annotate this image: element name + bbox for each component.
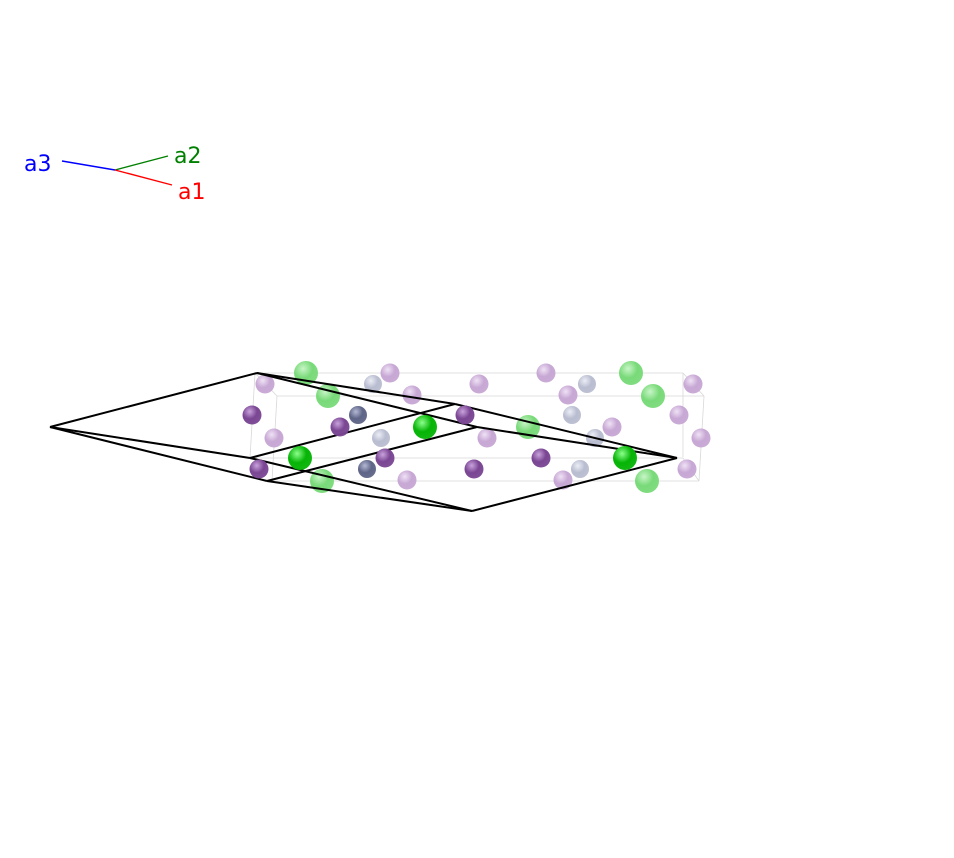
atom-green-far[interactable] [310,469,334,493]
a2-axis-label: a2 [174,144,201,169]
primitive-cell-edge [49,426,268,482]
atom-slate-near[interactable] [358,460,376,478]
atom-lilac-far[interactable] [558,385,578,405]
primitive-cell-edge [256,372,478,428]
atom-lilac-far[interactable] [536,363,556,383]
primitive-cell-edge [454,403,678,459]
primitive-cell-edge [266,426,478,482]
atom-lilac-far[interactable] [380,363,400,383]
atom-green-near[interactable] [613,446,637,470]
atoms-back-layer [255,361,711,493]
atom-purple-near[interactable] [455,405,475,425]
atom-purple-near[interactable] [375,448,395,468]
atom-lilac-far[interactable] [477,428,497,448]
atom-purple-near[interactable] [242,405,262,425]
atom-lilac-far[interactable] [677,459,697,479]
atom-silver-far[interactable] [563,406,581,424]
atom-purple-near[interactable] [249,459,269,479]
atom-slate-near[interactable] [349,406,367,424]
atom-green-far[interactable] [641,384,665,408]
atom-lilac-far[interactable] [264,428,284,448]
atom-green-near[interactable] [288,446,312,470]
atom-lilac-far[interactable] [602,417,622,437]
a2-axis-line [114,155,169,171]
atom-lilac-far[interactable] [255,374,275,394]
atom-lilac-far[interactable] [469,374,489,394]
atom-green-near[interactable] [413,415,437,439]
a1-axis-line [114,169,173,186]
primitive-cell-outline [49,372,678,512]
atom-lilac-far[interactable] [683,374,703,394]
primitive-cell-edge [266,480,473,512]
primitive-cell-edge [471,457,678,512]
primitive-cell-edge [476,426,678,459]
atom-purple-near[interactable] [531,448,551,468]
atom-lilac-far[interactable] [691,428,711,448]
atom-lilac-far[interactable] [397,470,417,490]
atom-purple-near[interactable] [464,459,484,479]
atom-purple-near[interactable] [330,417,350,437]
atoms-front-layer [242,405,637,479]
a1-axis-label: a1 [178,180,205,205]
atom-green-far[interactable] [316,384,340,408]
atom-green-far[interactable] [635,469,659,493]
atom-green-far[interactable] [619,361,643,385]
atom-silver-far[interactable] [578,375,596,393]
atom-lilac-far[interactable] [553,470,573,490]
atom-silver-far[interactable] [364,375,382,393]
primitive-cell-edge [256,372,456,405]
atom-silver-far[interactable] [372,429,390,447]
primitive-cell-edge [249,457,473,512]
axis-triad: a3 a2 a1 [24,144,205,205]
atom-silver-far[interactable] [571,460,589,478]
atom-lilac-far[interactable] [402,385,422,405]
primitive-cell-edge [49,426,251,459]
atom-lilac-far[interactable] [669,405,689,425]
a3-axis-line [61,160,116,171]
primitive-cell-edge [49,372,258,428]
a3-axis-label: a3 [24,152,51,177]
